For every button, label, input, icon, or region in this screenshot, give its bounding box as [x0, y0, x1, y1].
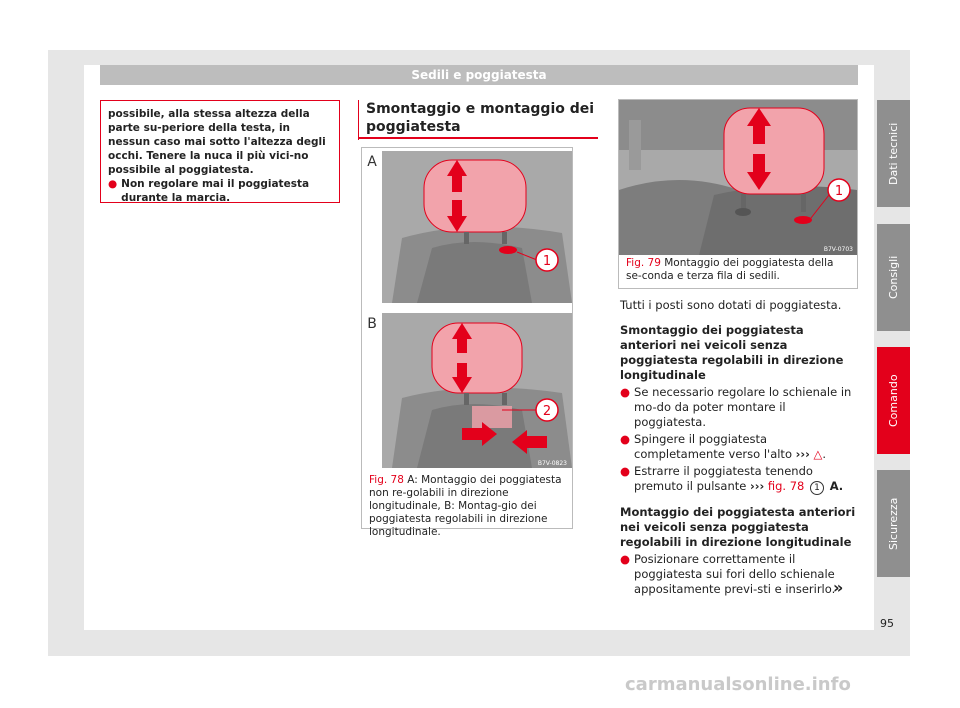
figure-78-label: Fig. 78	[369, 474, 404, 486]
headrest-b	[431, 322, 523, 394]
bullet-icon: ●	[620, 464, 631, 478]
subheading-installation: Montaggio dei poggiatesta anteriori nei …	[620, 505, 856, 549]
footer-watermark: carmanualsonline.info	[625, 674, 851, 695]
bullet-icon: ●	[620, 432, 631, 446]
fig78-marker-1: 1	[543, 254, 551, 269]
figure-79-illustration: 1 B7V-0703	[619, 100, 857, 255]
figure-79-caption-text: Montaggio dei poggiatesta della se-conda…	[626, 257, 834, 282]
callout-number: 1	[810, 481, 825, 495]
figure-79-label: Fig. 79	[626, 257, 661, 269]
fig78-label-b: B	[367, 316, 377, 332]
figure-79-caption: Fig. 79 Montaggio dei poggiatesta della …	[626, 257, 851, 283]
fig78-label-a: A	[367, 154, 377, 170]
section-rule	[358, 137, 598, 139]
list-item: ● Se necessario regolare lo schienale in…	[620, 385, 860, 430]
list-item-text: Estrarre il poggiatesta tenendo premuto …	[634, 464, 813, 493]
section-vertical-rule	[358, 100, 359, 140]
figure-78-caption-text: A: Montaggio dei poggiatesta non re-gola…	[369, 474, 562, 538]
tab-dati-tecnici[interactable]: Dati tecnici	[877, 100, 910, 207]
fig79-code: B7V-0703	[824, 246, 853, 253]
warning-box: possibile, alla stessa altezza della par…	[100, 100, 340, 205]
list-item: ● Estrarre il poggiatesta tenendo premut…	[620, 464, 860, 495]
warning-text: possibile, alla stessa altezza della par…	[108, 108, 326, 176]
cross-ref-arrow-icon: ›››	[795, 447, 810, 461]
headrest-a	[423, 159, 527, 233]
subheading-removal: Smontaggio dei poggiatesta anteriori nei…	[620, 323, 844, 382]
fig79-marker-1: 1	[835, 184, 843, 199]
list-item-text: Spingere il poggiatesta completamente ve…	[634, 432, 792, 461]
list-item-text: Posizionare correttamente il poggiatesta…	[634, 552, 836, 596]
figure-78-caption: Fig. 78 A: Montaggio dei poggiatesta non…	[369, 474, 569, 539]
panel-reference: A.	[829, 479, 844, 493]
figure-78-illustration: 1 A 2 B B7V-0823	[362, 148, 572, 473]
warning-bullet: ● Non regolare mai il poggiatesta durant…	[108, 177, 332, 205]
list-item-text: Se necessario regolare lo schienale in m…	[634, 385, 852, 429]
page-number: 95	[880, 617, 894, 630]
continue-marker: »	[833, 578, 844, 597]
tab-sicurezza[interactable]: Sicurezza	[877, 470, 910, 577]
figure-78: 1 A 2 B B7V-0823	[361, 147, 573, 529]
warning-bullet-text: Non regolare mai il poggiatesta durante …	[121, 178, 310, 204]
fig78-marker-2: 2	[543, 404, 551, 419]
bullet-icon: ●	[108, 178, 118, 190]
figure-79: 1 B7V-0703	[618, 99, 858, 289]
section-title: Smontaggio e montaggio dei poggiatesta	[366, 101, 595, 135]
cross-ref-arrow-icon: ›››	[750, 479, 765, 493]
body-text: Tutti i posti sono dotati di poggiatesta…	[620, 298, 860, 599]
chapter-header: Sedili e poggiatesta	[100, 65, 858, 85]
headrest-rear	[723, 107, 825, 195]
tab-consigli[interactable]: Consigli	[877, 224, 910, 331]
intro-text: Tutti i posti sono dotati di poggiatesta…	[620, 298, 842, 312]
warning-triangle-icon: △	[813, 447, 823, 461]
list-item: ● Spingere il poggiatesta completamente …	[620, 432, 827, 461]
fig78-code: B7V-0823	[538, 460, 567, 467]
bullet-icon: ●	[620, 385, 631, 399]
list-item: ● Posizionare correttamente il poggiates…	[620, 552, 860, 597]
bullet-icon: ●	[620, 552, 631, 566]
figure-reference-link[interactable]: fig. 78	[767, 479, 805, 493]
tab-comando[interactable]: Comando	[877, 347, 910, 454]
